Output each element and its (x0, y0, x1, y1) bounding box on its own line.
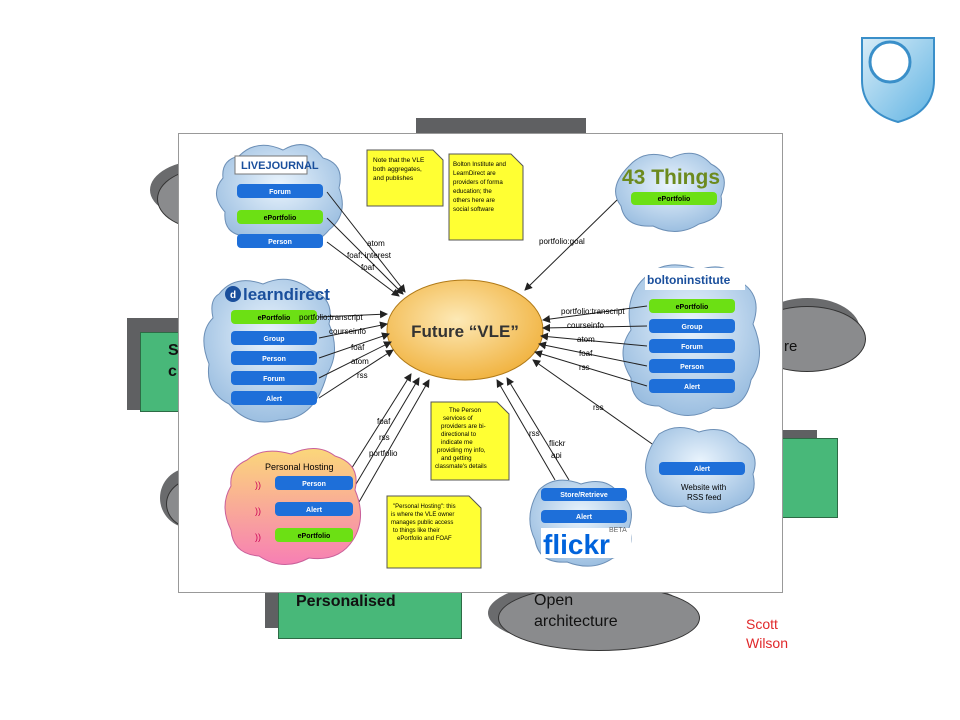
link-portfolio-transcript-bolton: portfolio:transcript (561, 307, 625, 316)
svg-text:)): )) (255, 506, 261, 516)
svg-text:RSS feed: RSS feed (687, 493, 721, 502)
rss-website-cloud: Alert Website with RSS feed (645, 427, 756, 514)
flickr-item-alert: Alert (576, 514, 593, 521)
livejournal-logo: LIVEJOURNAL (241, 160, 319, 172)
link-flickr: flickr (549, 439, 566, 448)
svg-text:Note that the VLE both a: Note that the VLE both aggregates, and p… (373, 157, 426, 182)
svg-text:)): )) (255, 480, 261, 490)
university-shield-logo-icon (861, 37, 935, 124)
future-vle-diagram: LIVEJOURNAL Forum ePortfolio Person Note… (178, 133, 783, 593)
svg-text:)): )) (255, 532, 261, 542)
bolton-item-eportfolio: ePortfolio (676, 304, 709, 311)
learndirect-item-forum: Forum (263, 376, 285, 383)
link-atom-lj: atom (367, 239, 385, 248)
link-api-flickr: api (551, 451, 562, 460)
link-portfolio-goal: portfolio:goal (539, 237, 585, 246)
note-hosting: "Personal Hosting": this is where the VL… (386, 495, 482, 569)
future-vle-label: Future “VLE” (411, 322, 519, 341)
things43-cloud: 43 Things ePortfolio (615, 152, 725, 232)
oval-right-text: re (784, 338, 798, 355)
flickr-cloud: Store/Retrieve Alert flickr BETA (529, 479, 632, 567)
future-vle-node: Future “VLE” (386, 279, 544, 381)
livejournal-item-eportfolio: ePortfolio (264, 215, 297, 222)
bolton-item-group: Group (682, 324, 703, 331)
learndirect-item-group: Group (264, 336, 285, 343)
note-bolton: Bolton Institute and LearnDirect are pro… (448, 153, 524, 241)
link-portfolio-transcript-ld: portfolio:transcript (299, 313, 363, 322)
green-box-left-text: S c (168, 342, 179, 380)
link-rss-ld: rss (357, 371, 368, 380)
link-courseinfo-bolton: courseinfo (567, 321, 604, 330)
link-rss-flickr: rss (529, 429, 540, 438)
svg-text:d: d (230, 290, 236, 301)
link-foaf-ld: foaf (351, 343, 365, 352)
personal-hosting-title: Personal Hosting (265, 462, 334, 472)
svg-text:"Personal Hosting": this: "Personal Hosting": this is where the VL… (391, 504, 457, 542)
things43-logo: 43 Things (622, 166, 720, 189)
bolton-cloud: boltoninstitute ePortfolio Group Forum P… (622, 264, 760, 416)
livejournal-cloud: LIVEJOURNAL Forum ePortfolio Person (216, 144, 343, 248)
link-foaf-lj: foaf (361, 263, 375, 272)
hosting-item-alert: Alert (306, 507, 323, 514)
link-foaf-hosting: foaf (377, 417, 391, 426)
link-rss-bolton: rss (579, 363, 590, 372)
open-architecture-oval (498, 585, 700, 651)
link-rss-hosting: rss (379, 433, 390, 442)
svg-text:Website with: Website with (681, 483, 726, 492)
learndirect-cloud: d learndirect ePortfolio Group Person Fo… (203, 278, 335, 423)
svg-text:The Person services of: The Person services of providers are bi-… (435, 407, 487, 470)
learndirect-item-person: Person (262, 356, 286, 363)
flickr-beta: BETA (609, 527, 627, 534)
bolton-item-alert: Alert (684, 384, 701, 391)
flickr-logo: flickr (543, 529, 610, 560)
personal-hosting-cloud: Personal Hosting )) Person )) Alert )) e… (224, 448, 361, 565)
link-rss-website: rss (593, 403, 604, 412)
link-foaf-interest: foaf: interest (347, 251, 392, 260)
link-courseinfo-ld: courseinfo (329, 327, 366, 336)
note-vle: Note that the VLE both aggregates, and p… (366, 149, 444, 207)
open-architecture-label: Open architecture (534, 592, 618, 630)
diagram-arrows (318, 191, 656, 531)
bolton-item-person: Person (680, 364, 704, 371)
livejournal-item-forum: Forum (269, 189, 291, 196)
link-labels: atom foaf: interest foaf portfolio:goal … (299, 237, 625, 460)
author-credit: Scott Wilson (746, 616, 789, 651)
svg-text:Bolton Institute and Lea: Bolton Institute and LearnDirect are pro… (453, 161, 508, 213)
link-foaf-bolton: foaf (579, 349, 593, 358)
bolton-logo: boltoninstitute (647, 273, 731, 287)
link-atom-ld: atom (351, 357, 369, 366)
hosting-item-person: Person (302, 481, 326, 488)
rss-website-item-alert: Alert (694, 466, 711, 473)
learndirect-item-alert: Alert (266, 396, 283, 403)
things43-item-eportfolio: ePortfolio (658, 196, 691, 203)
livejournal-item-person: Person (268, 239, 292, 246)
personalised-label: Personalised (296, 593, 396, 610)
learndirect-logo: learndirect (243, 285, 330, 304)
note-person: The Person services of providers are bi-… (430, 401, 510, 481)
learndirect-item-eportfolio: ePortfolio (258, 315, 291, 322)
flickr-item-store: Store/Retrieve (560, 492, 608, 499)
link-portfolio-hosting: portfolio (369, 449, 398, 458)
bolton-item-forum: Forum (681, 344, 703, 351)
link-atom-bolton: atom (577, 335, 595, 344)
hosting-item-eportfolio: ePortfolio (298, 533, 331, 540)
